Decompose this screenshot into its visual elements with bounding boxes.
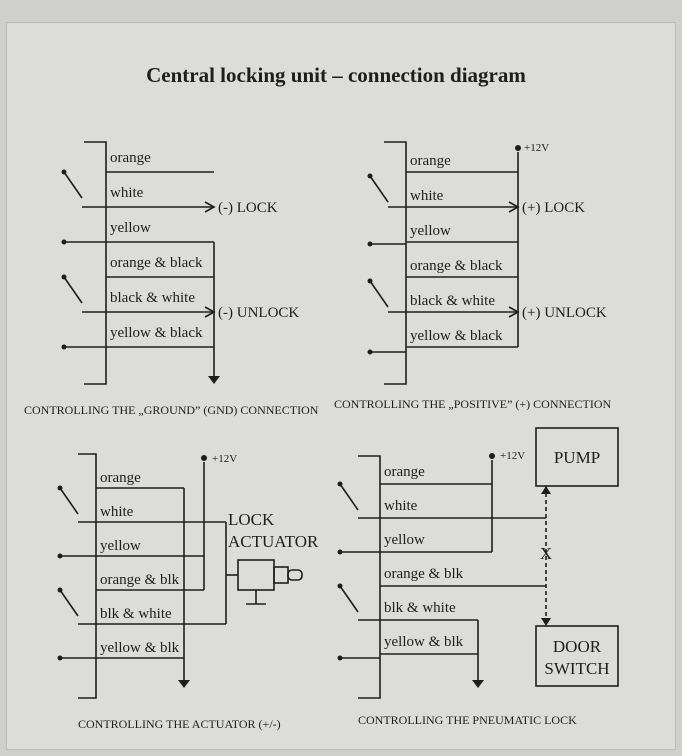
ground-arrow-icon <box>178 680 190 688</box>
door-switch-box <box>535 625 619 687</box>
door-switch-label: DOOR <box>553 637 602 656</box>
supply-terminal-icon <box>515 145 521 151</box>
unit-bracket <box>78 453 97 699</box>
pump-label: PUMP <box>554 448 600 467</box>
panel-actuator: +12V LOCK ACTUATOR orange white yellow o… <box>57 453 319 731</box>
wire-label: orange & black <box>410 258 503 274</box>
wire-label: orange & black <box>110 255 203 271</box>
wire-label: white <box>384 498 418 514</box>
wire-label: yellow & blk <box>100 640 180 656</box>
unlock-switch-icon <box>369 280 389 308</box>
arrow-down-icon <box>541 618 551 626</box>
lock-arrow-icon <box>204 201 216 213</box>
wire-label: yellow & blk <box>384 634 464 650</box>
lock-switch-icon <box>59 487 79 515</box>
wire-label: orange <box>384 464 425 480</box>
actuator-caption: CONTROLLING THE ACTUATOR (+/-) <box>78 717 281 731</box>
ground-caption: CONTROLLING THE „GROUND” (GND) CONNECTIO… <box>24 403 319 417</box>
wire-label: orange & blk <box>100 572 180 588</box>
unit-bracket <box>84 141 107 385</box>
lock-switch-icon <box>369 175 389 203</box>
actuator-label: ACTUATOR <box>228 532 319 551</box>
supply-terminal-icon <box>201 455 207 461</box>
lock-switch-icon <box>339 483 359 511</box>
supply-label: +12V <box>500 450 525 462</box>
door-switch-label: SWITCH <box>544 659 609 678</box>
ground-arrow-icon <box>208 376 220 384</box>
unit-bracket <box>384 141 407 385</box>
lock-switch-icon <box>63 171 83 199</box>
wire-label: yellow <box>110 220 151 236</box>
supply-label: +12V <box>524 142 549 154</box>
wire-label: white <box>410 188 444 204</box>
wire-label: yellow & black <box>110 325 203 341</box>
wire-label: black & white <box>110 290 195 306</box>
wire-label: blk & white <box>384 600 456 616</box>
wire-label: black & white <box>410 293 495 309</box>
cross-mark: X <box>540 544 552 563</box>
wire-label: yellow & black <box>410 328 503 344</box>
wire-label: orange <box>110 150 151 166</box>
unlock-switch-icon <box>59 589 79 617</box>
panel-pneumatic: +12V PUMP DOOR SWITCH X orange white yel… <box>337 427 619 727</box>
positive-caption: CONTROLLING THE „POSITIVE” (+) CONNECTIO… <box>334 397 612 411</box>
wire-label: yellow <box>100 538 141 554</box>
ground-arrow-icon <box>472 680 484 688</box>
arrow-up-icon <box>541 486 551 494</box>
lock-actuator-icon <box>237 559 303 605</box>
panel-ground: orange white yellow orange & black black… <box>24 141 319 417</box>
diagram-title: Central locking unit – connection diagra… <box>146 63 526 87</box>
lock-output-label: (+) LOCK <box>522 200 585 216</box>
unlock-switch-icon <box>63 276 83 304</box>
supply-terminal-icon <box>489 453 495 459</box>
wire-label: yellow <box>410 223 451 239</box>
wire-label: yellow <box>384 532 425 548</box>
unlock-output-label: (+) UNLOCK <box>522 305 607 321</box>
wire-label: orange <box>410 153 451 169</box>
actuator-label: LOCK <box>228 510 275 529</box>
wire-label: white <box>100 504 134 520</box>
wire-label: orange & blk <box>384 566 464 582</box>
unlock-switch-icon <box>339 585 359 613</box>
panel-positive: +12V orange white yellow orange & black … <box>334 141 612 411</box>
pump-box <box>535 427 619 487</box>
wire-label: orange <box>100 470 141 486</box>
pneumatic-caption: CONTROLLING THE PNEUMATIC LOCK <box>358 713 577 727</box>
unit-bracket <box>358 455 381 699</box>
lock-output-label: (-) LOCK <box>218 200 278 216</box>
wire-label: blk & white <box>100 606 172 622</box>
wire-label: white <box>110 185 144 201</box>
unlock-output-label: (-) UNLOCK <box>218 305 299 321</box>
diagram-sheet <box>6 22 676 750</box>
supply-label: +12V <box>212 453 237 465</box>
